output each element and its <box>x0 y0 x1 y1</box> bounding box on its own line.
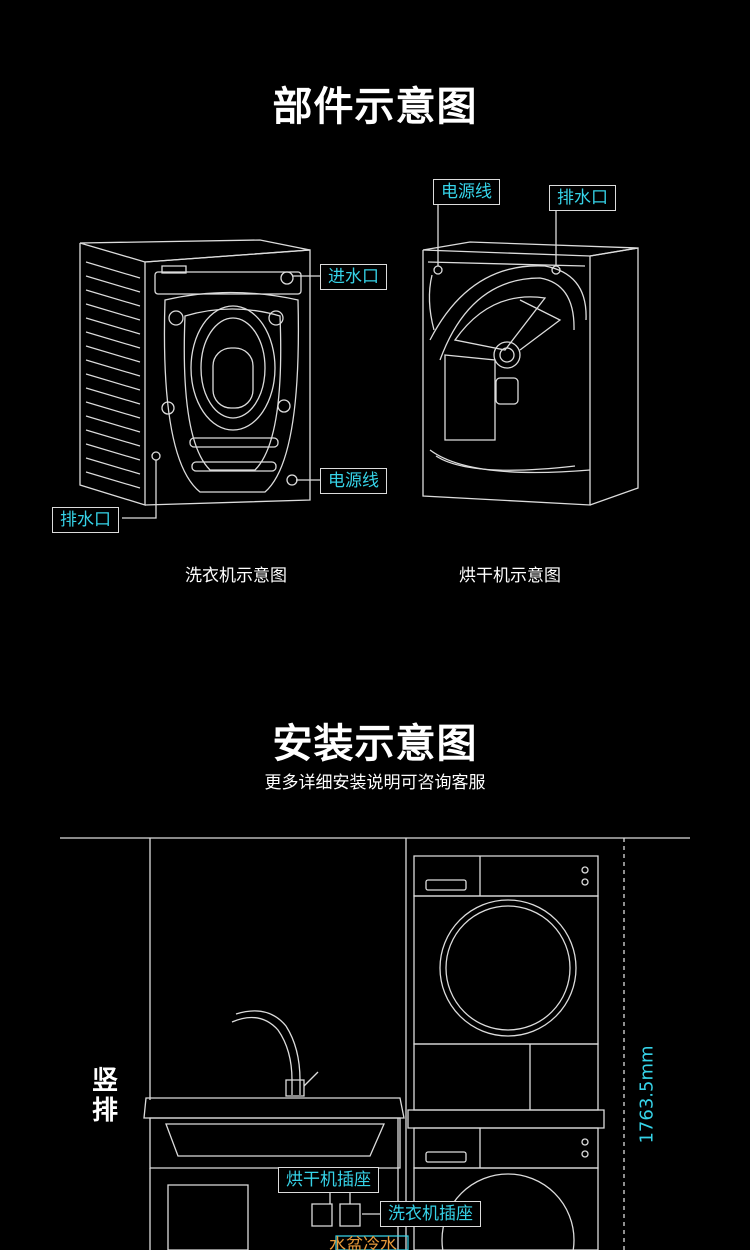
washer-inlet-label: 进水口 <box>320 264 387 290</box>
install-diagram-title: 安装示意图 <box>272 721 478 767</box>
dryer-drawing <box>423 204 638 505</box>
dryer-socket-label: 烘干机插座 <box>278 1167 379 1193</box>
washer-drawing <box>80 240 320 518</box>
install-subtitle: 更多详细安装说明可咨询客服 <box>264 773 486 793</box>
dryer-power-label: 电源线 <box>433 179 500 205</box>
install-drawing <box>60 838 690 1250</box>
faucet-label-frame <box>336 1236 408 1250</box>
washer-drain-label: 排水口 <box>52 507 119 533</box>
dryer-drain-label: 排水口 <box>549 185 616 211</box>
dryer-caption: 烘干机示意图 <box>459 566 561 586</box>
washer-caption: 洗衣机示意图 <box>185 566 287 586</box>
height-dimension: 1763.5mm <box>636 1045 658 1144</box>
parts-diagram-title: 部件示意图 <box>272 84 478 130</box>
vertical-side-text: 竖排 <box>91 1066 118 1126</box>
washer-socket-label: 洗衣机插座 <box>380 1201 481 1227</box>
washer-power-label: 电源线 <box>320 468 387 494</box>
faucet-label: 水盆冷水 <box>329 1236 397 1250</box>
